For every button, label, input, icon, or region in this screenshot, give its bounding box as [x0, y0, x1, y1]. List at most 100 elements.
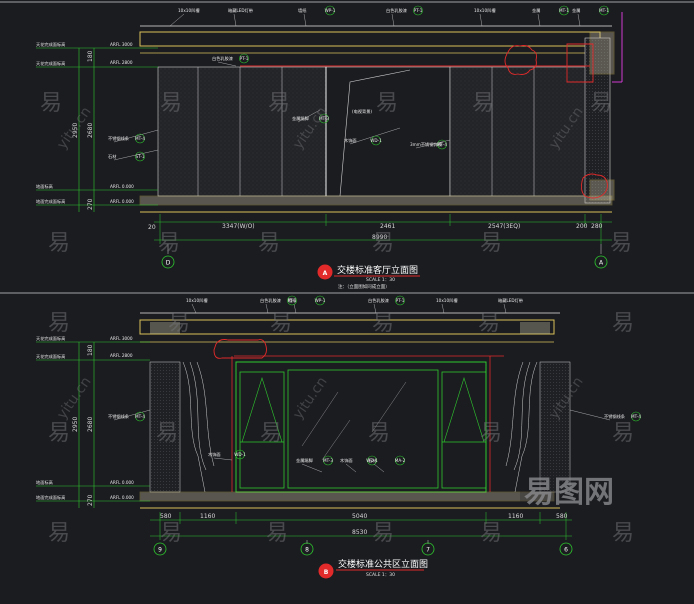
- tag-a-code-bubble-11: [371, 135, 381, 146]
- grid-bubble-a-left: [161, 255, 175, 269]
- tag-a-code-13: MT-3: [319, 116, 329, 121]
- grid-label-b-4: 6: [564, 547, 568, 554]
- tag-b-code-11: WD-1: [366, 458, 378, 463]
- level-value-a-3: ARFL 0.000: [110, 184, 134, 189]
- watermark-glyph-10: 易: [372, 231, 394, 256]
- dim-b-total: 8530: [352, 529, 367, 536]
- tag-b-leader-8: [569, 409, 611, 421]
- tag-a-code-3: WP-1: [325, 8, 336, 13]
- dimension-lines-b: [150, 512, 572, 544]
- watermark-site-4: yitu.cn: [54, 374, 94, 422]
- window-left-b: [239, 371, 285, 489]
- dim-a-seg-6: 280: [591, 223, 603, 230]
- tv-slope-line: [339, 69, 411, 197]
- tag-b-label-10: 金属踢脚: [296, 457, 313, 464]
- tag-a-leader-6: [537, 13, 541, 27]
- tag-a-label-6: 金属: [532, 7, 540, 14]
- level-value-b-1: ARFL 3000: [110, 336, 133, 341]
- tag-a-code-bubble-10: [135, 151, 145, 162]
- tag-a-label-9: 不锈钢线条: [108, 135, 130, 142]
- watermark-glyph-25: 易: [48, 521, 70, 546]
- tag-a-code-11: WD-1: [370, 138, 382, 143]
- tag-b-label-9: 木饰面: [208, 451, 221, 458]
- watermark-glyph-6: 易: [590, 91, 612, 116]
- tag-a-code-8: PT-1: [240, 56, 249, 61]
- wall-panel-left-a: [157, 66, 327, 197]
- brand-watermark-text: 易图网: [524, 475, 614, 510]
- tag-b-leader-11: [345, 463, 357, 473]
- tag-a-code-bubble-13: [319, 113, 329, 124]
- tag-a-leader-12: [415, 139, 451, 149]
- level-value-a-1: ARFL 3000: [110, 42, 133, 47]
- tag-a-leader-1: [169, 13, 185, 27]
- level-label-b-1: 天花完成面标高: [36, 335, 65, 342]
- tag-a-leader-13: [297, 109, 321, 123]
- tag-a-leader-2: [233, 13, 237, 27]
- tag-b-leader-5: [441, 303, 445, 314]
- tag-a-leader-8: [217, 61, 237, 67]
- level-label-b-2: 天花完成面标高: [36, 353, 65, 360]
- tag-b-code-12: MA-2: [395, 458, 406, 463]
- tag-a-code-10: ST-1: [135, 154, 144, 159]
- ceiling-cap-right-b: [520, 322, 550, 334]
- stone-panel-right-b: [539, 361, 571, 493]
- dim-a-seg-4: 2547(3EQ): [488, 223, 520, 230]
- grid-bubble-b-2: [300, 542, 314, 556]
- dim-b-seg-2: 1160: [200, 513, 215, 520]
- tag-b-label-11: 木饰面: [340, 457, 353, 464]
- tag-b-leader-10: [301, 463, 323, 473]
- scale-label-b: SCALE 1：30: [366, 572, 395, 578]
- watermark-glyph-20: 易: [156, 421, 178, 446]
- vertical-dim-b-1: 2680: [87, 417, 94, 432]
- watermark-glyph-21: 易: [260, 421, 282, 446]
- watermark-glyph-15: 易: [270, 311, 292, 336]
- vertical-dim-b-2: 2950: [72, 417, 79, 432]
- elevation-a: (电视背景) 天花完成面标高 天花完成面标高 地面标高 地面完成面标高 ARFL…: [36, 12, 623, 290]
- tv-wall-a: [325, 66, 451, 197]
- dim-a-seg-3: 2461: [380, 223, 395, 230]
- title-bubble-b: [318, 563, 334, 579]
- grid-label-b-1: 9: [158, 547, 162, 554]
- tag-a-label-13: 金属踢脚: [292, 115, 309, 122]
- tag-a-code-bubble-3: [325, 5, 335, 16]
- grid-bubble-a-right: [594, 255, 608, 269]
- window-right-open-b: [443, 376, 485, 443]
- title-bubble-a: [317, 264, 333, 280]
- tag-b-code-8: MT-4: [631, 414, 641, 419]
- level-label-a-4: 地面完成面标高: [36, 198, 65, 205]
- watermark-glyph-13: 易: [48, 311, 70, 336]
- level-value-a-2: ARFL 2800: [110, 60, 133, 65]
- dim-a-seg-2: 3347(W/O): [222, 223, 255, 230]
- vertical-dim-a-4: 270: [87, 198, 94, 210]
- revision-cloud-a1: [504, 45, 537, 75]
- tag-b-code-bubble-3: [395, 295, 405, 306]
- dimension-lines-a: [154, 214, 612, 254]
- tag-a-leader-4: [391, 13, 395, 27]
- watermark-glyph-19: 易: [48, 421, 70, 446]
- tag-b-code-bubble-11: [367, 455, 377, 466]
- level-value-a-4: ARFL 0.000: [110, 199, 134, 204]
- note-label-a: 注：（立面图如同成立面）: [338, 283, 390, 290]
- vertical-dim-b-3: 180: [87, 344, 94, 356]
- tag-b-leader-3: [373, 303, 377, 314]
- tag-a-code-7: MT-1: [599, 8, 609, 13]
- tag-b-code-bubble-4: [287, 295, 297, 306]
- glass-reflection-1: [301, 391, 339, 447]
- tag-a-label-12: 3mm不锈钢饰线: [410, 141, 443, 148]
- level-marks-a: [36, 47, 158, 212]
- watermark-glyph-11: 易: [480, 231, 502, 256]
- glass-reflection-2: [371, 381, 407, 433]
- tag-a-label-5: 10x10凹槽: [474, 7, 496, 14]
- level-value-b-4: ARFL 0.000: [110, 495, 134, 500]
- tv-wall-label: (电视背景): [352, 108, 372, 115]
- tag-a-leader-7: [577, 13, 581, 27]
- tag-b-label-4: 白色乳胶漆: [260, 297, 281, 304]
- tag-b-label-3: 白色乳胶漆: [368, 297, 389, 304]
- grid-bubble-b-4: [559, 542, 573, 556]
- dim-b-seg-5: 580: [556, 513, 568, 520]
- watermark-glyph-23: 易: [480, 421, 502, 446]
- tag-b-leader-9: [213, 457, 233, 461]
- scale-label-a: SCALE 1：30: [366, 277, 395, 283]
